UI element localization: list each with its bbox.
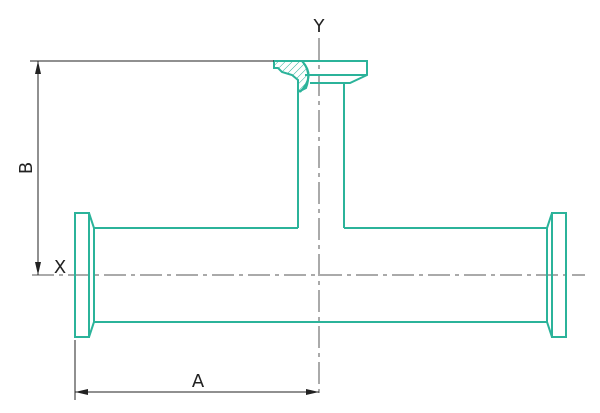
y-axis-label: Y [313,16,326,37]
dimension-a [74,340,319,400]
dimension-b [30,60,274,275]
x-axis-label: X [54,257,66,278]
branch-pipe [273,60,368,228]
dim-b-label: B [16,162,37,174]
dim-a-label: A [192,371,205,392]
main-pipe [74,212,567,338]
